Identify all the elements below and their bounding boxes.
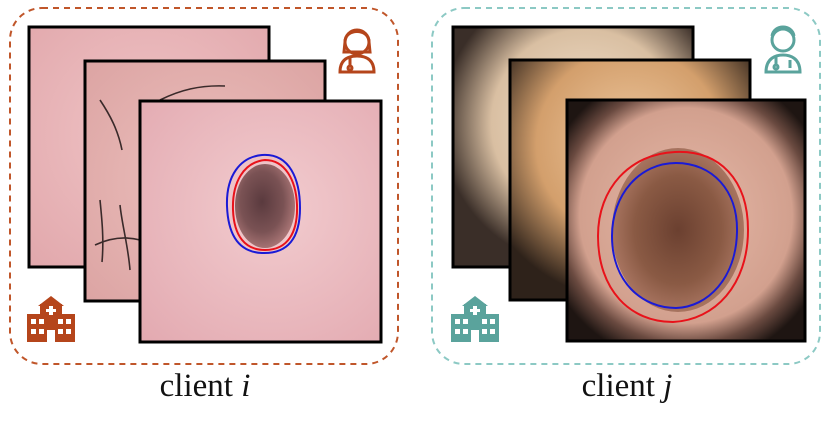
client-j-image-stack (451, 25, 807, 343)
client-j-caption: client j (477, 368, 777, 405)
client-i-caption-prefix: client (159, 368, 233, 404)
client-j-red-contour (596, 150, 750, 324)
client-i-caption: client i (55, 368, 355, 405)
hospital-icon (27, 296, 75, 342)
client-i-caption-var: i (241, 368, 251, 404)
client-i-boundary (9, 7, 399, 365)
client-i-lesion (235, 164, 295, 248)
male-doctor-icon (764, 25, 802, 74)
client-j-caption-prefix: client (581, 368, 655, 404)
client-j-boundary (431, 7, 821, 365)
client-i-image-stack (27, 25, 383, 344)
hair-strands (94, 85, 226, 271)
client-i-group (9, 7, 399, 365)
client-j-group (431, 7, 821, 365)
female-doctor-icon (338, 28, 376, 74)
client-i-blue-contour (225, 153, 302, 255)
hospital-icon (451, 296, 499, 342)
client-j-blue-contour (610, 161, 739, 310)
client-j-lesion (612, 148, 744, 312)
client-j-caption-var: j (663, 368, 673, 404)
client-i-red-contour (231, 158, 299, 252)
